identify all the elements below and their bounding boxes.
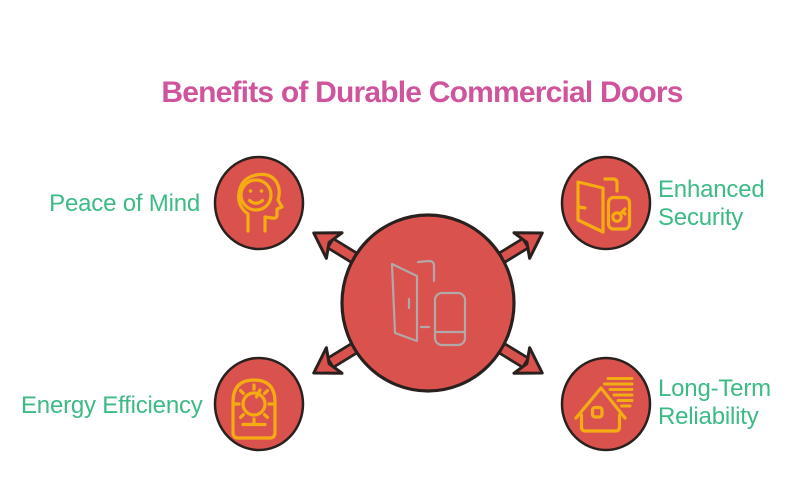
lightbulb-dial-icon [231, 378, 277, 440]
benefit-label-long-term-reliability: Long-Term Reliability [658, 375, 771, 430]
open-door-and-panel-icon [390, 259, 467, 347]
head-with-smile-icon [237, 172, 284, 233]
benefit-label-energy-efficiency: Energy Efficiency [21, 392, 203, 419]
hub-ellipse [340, 213, 516, 393]
energy-efficiency-badge [213, 356, 305, 452]
benefit-label-peace-of-mind: Peace of Mind [49, 190, 200, 217]
door-with-key-lock-icon [576, 177, 632, 234]
smile-right-eye [259, 189, 264, 193]
enhanced-security-badge [560, 155, 652, 251]
smile-left-eye [248, 189, 253, 193]
long-term-reliability-badge [560, 356, 652, 452]
house-with-motion-lines-icon [574, 386, 627, 433]
page-title: Benefits of Durable Commercial Doors [161, 76, 683, 109]
motion-lines [603, 377, 634, 408]
benefit-label-enhanced-security: Enhanced Security [658, 176, 765, 231]
center-hub-graphic [312, 213, 544, 393]
peace-of-mind-badge [213, 155, 305, 251]
